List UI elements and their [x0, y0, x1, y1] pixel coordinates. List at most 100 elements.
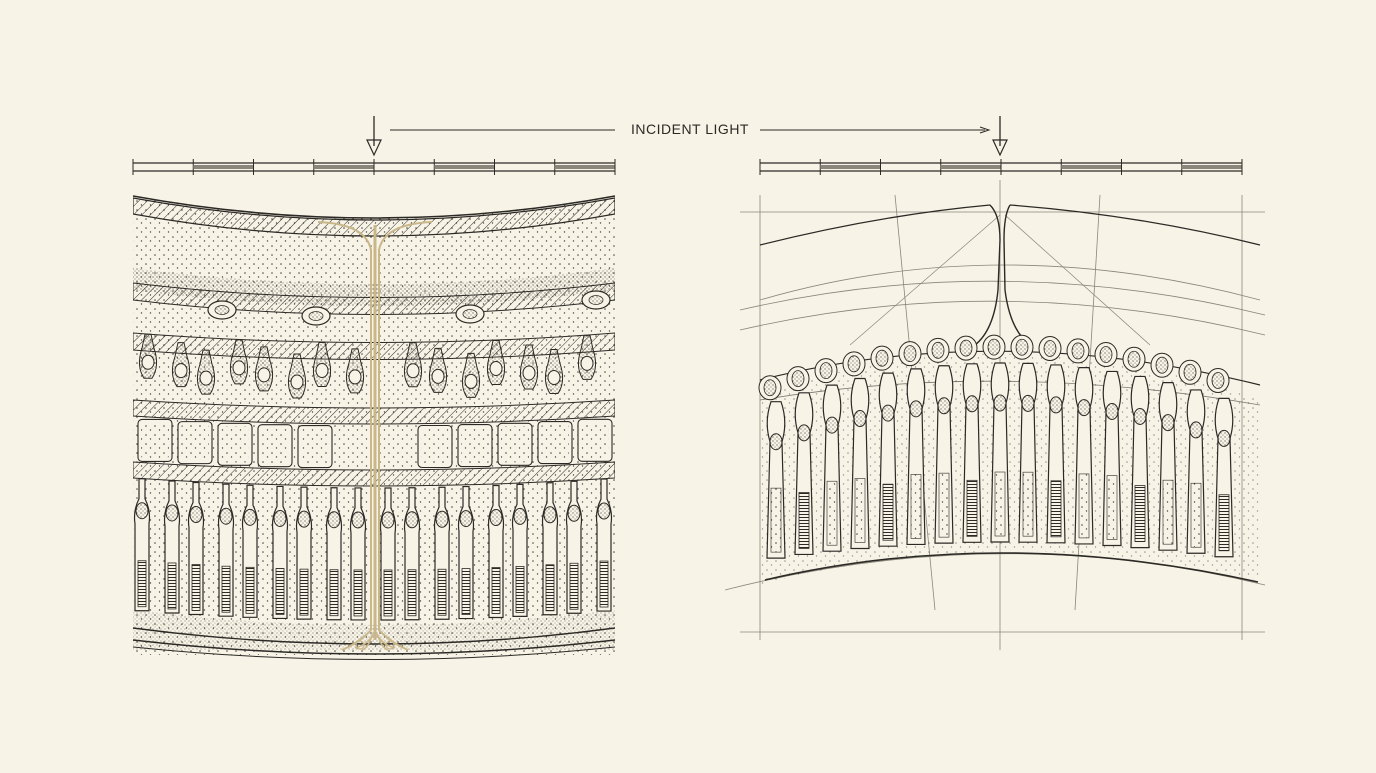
nuclear-cell-core [1043, 340, 1057, 357]
ganglion-nucleus [462, 309, 478, 319]
left-cell-layer [137, 290, 613, 469]
outer-segment [329, 569, 339, 617]
nuclear-cell-stipple [461, 427, 489, 464]
photoreceptor-nucleus [165, 504, 179, 522]
outer-segment [882, 483, 894, 541]
photoreceptor [1158, 382, 1178, 551]
guide-line [1004, 214, 1151, 346]
nuclear-cell-core [875, 349, 889, 367]
bipolar-nucleus [174, 363, 188, 379]
photoreceptor [1130, 375, 1150, 549]
photoreceptor [766, 401, 786, 559]
scale-bar-segment [1181, 165, 1242, 169]
bipolar-nucleus [489, 361, 503, 376]
photoreceptor [511, 483, 529, 618]
nuclear-cell-core [791, 370, 805, 388]
outer-segment [994, 471, 1006, 537]
outer-segment [491, 567, 501, 614]
guide-arc [739, 280, 1266, 316]
bipolar-nucleus [464, 373, 478, 389]
nuclear-cell-core [1155, 356, 1169, 374]
ganglion-nucleus [588, 295, 604, 305]
outer-segment [798, 492, 810, 549]
photoreceptor-nucleus [435, 510, 449, 528]
nuclear-cell-stipple [181, 424, 209, 461]
nuclear-cell-stipple [141, 422, 169, 459]
photoreceptor [133, 478, 151, 612]
bipolar-nucleus [315, 363, 329, 379]
guide-arc [739, 300, 1266, 336]
left-bottom-border-2 [132, 639, 616, 655]
outer-segment [854, 478, 866, 543]
left-retina-cross-section [132, 195, 616, 660]
outer-segment [407, 569, 417, 617]
photoreceptor-nucleus [297, 510, 311, 528]
photoreceptor [822, 384, 842, 552]
outer-segment [569, 562, 579, 610]
nuclear-cell-stipple [541, 424, 569, 461]
photoreceptor [379, 487, 397, 621]
outer-segment [826, 480, 838, 546]
photoreceptor [271, 485, 289, 620]
photoreceptor [187, 481, 205, 616]
nuclear-cell-stipple [221, 426, 249, 463]
photoreceptor [906, 368, 926, 546]
outer-segment [966, 479, 978, 537]
photoreceptor-nucleus [513, 507, 527, 525]
outer-segment [599, 560, 609, 608]
photoreceptor [295, 486, 313, 620]
photoreceptor-nucleus [219, 507, 233, 525]
photoreceptor-nucleus [351, 511, 365, 529]
nuclear-cell-core [1211, 372, 1225, 389]
photoreceptor [241, 484, 259, 618]
photoreceptor-nucleus [825, 416, 839, 434]
outer-segment [1078, 473, 1090, 539]
ganglion-nucleus [308, 311, 324, 321]
scale-bar-right [759, 159, 1243, 175]
photoreceptor [990, 362, 1010, 543]
caption-line-arrowhead [979, 126, 991, 134]
right-top-curve-right [1009, 204, 1261, 246]
left-top-border [132, 195, 616, 219]
photoreceptor [541, 482, 559, 616]
guide-arc [759, 264, 1261, 301]
nuclear-cell-core [1099, 346, 1113, 363]
outer-segment [910, 474, 922, 539]
photoreceptor-nucleus [797, 424, 811, 442]
photoreceptor-nucleus [1217, 429, 1231, 447]
photoreceptor-nucleus [965, 395, 979, 413]
outer-segment [938, 472, 950, 538]
photoreceptor-nucleus [327, 511, 341, 529]
nuclear-cell-core [847, 355, 861, 373]
outer-segment [221, 565, 231, 613]
photoreceptor [487, 484, 505, 619]
photoreceptor [934, 365, 954, 544]
bipolar-nucleus [257, 367, 271, 383]
outer-segment [191, 564, 201, 611]
left-fiber-bundle [317, 221, 433, 651]
photoreceptor [962, 363, 982, 543]
nuclear-cell-core [903, 345, 917, 363]
outer-segment [1134, 485, 1146, 543]
nuclear-cell-core [959, 339, 973, 357]
scale-bar-segment [820, 165, 881, 169]
nuclear-cell-core [1071, 342, 1085, 360]
photoreceptor-nucleus [1105, 402, 1119, 420]
outer-segment [137, 560, 147, 608]
right-nuclear-layer [758, 334, 1230, 401]
photoreceptor-nucleus [273, 509, 287, 527]
photoreceptor-nucleus [135, 502, 149, 520]
photoreceptor [163, 480, 181, 614]
photoreceptor-nucleus [1133, 407, 1147, 425]
photoreceptor [1214, 397, 1234, 558]
nuclear-cell-core [987, 338, 1001, 356]
bipolar-nucleus [290, 374, 304, 390]
photoreceptor [1074, 367, 1094, 545]
bipolar-nucleus [406, 363, 420, 379]
left-top-hatched-band [133, 197, 615, 237]
outer-segment [383, 569, 393, 617]
photoreceptor-nucleus [189, 506, 203, 524]
right-photoreceptor-layer [766, 362, 1234, 559]
photoreceptor-nucleus [909, 400, 923, 418]
